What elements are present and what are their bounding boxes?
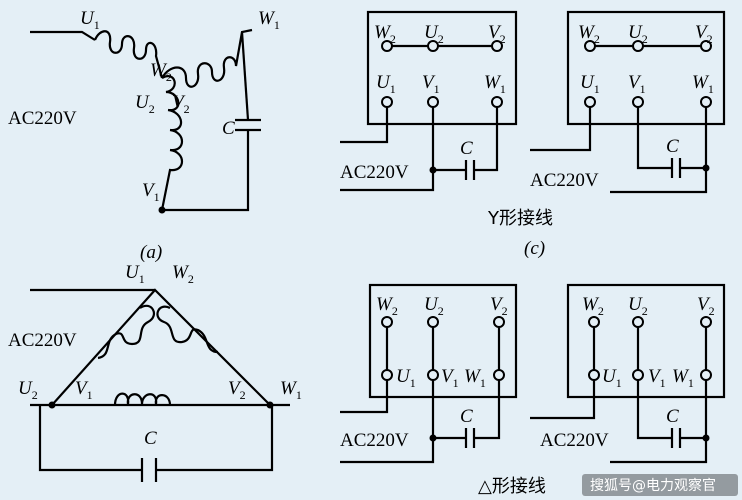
svg-text:W2: W2 (150, 60, 172, 84)
box3-label-capacitor: C (460, 406, 473, 427)
box2-label-capacitor: C (666, 136, 679, 157)
label-w2-delta: W (172, 262, 190, 283)
box3-label-w1: W (464, 366, 482, 387)
svg-text:V1: V1 (441, 366, 459, 390)
box2-label-v1: V (628, 72, 642, 93)
box1-label-supply: AC220V (340, 162, 409, 183)
label-supply: AC220V (8, 108, 77, 129)
box4-label-v1: V (648, 366, 662, 387)
watermark-bg (582, 474, 738, 496)
svg-text:U2: U2 (424, 294, 444, 318)
svg-text:U2: U2 (18, 378, 38, 402)
svg-text:W1: W1 (692, 72, 714, 96)
caption-y-connection: Y形接线 (487, 208, 553, 229)
box1-label-w2: W (374, 22, 392, 43)
svg-text:V2: V2 (172, 92, 190, 116)
watermark: 搜狐号@电力观察官 (590, 477, 716, 494)
svg-text:W2: W2 (578, 22, 600, 46)
box4-label-u1: U (602, 366, 617, 387)
box1-label-v2: V (488, 22, 502, 43)
svg-text:U2: U2 (628, 22, 648, 46)
svg-text:U1: U1 (80, 8, 100, 32)
label-v2: V (172, 92, 186, 113)
terminal-box-delta-1: W2 U2 V2 U1 V1 W1 C AC220V (340, 283, 518, 464)
svg-text:W1: W1 (464, 366, 486, 390)
box3-label-supply: AC220V (340, 430, 409, 451)
label-v1-delta: V (75, 378, 89, 399)
caption-c: (c) (524, 238, 545, 259)
svg-text:W2: W2 (172, 262, 194, 286)
box1-label-v1: V (422, 72, 436, 93)
label-u2: U (135, 92, 150, 113)
svg-text:U1: U1 (396, 366, 416, 390)
svg-text:W2: W2 (376, 294, 398, 318)
svg-text:W2: W2 (582, 294, 604, 318)
svg-text:U2: U2 (424, 22, 444, 46)
box4-label-w1: W (672, 366, 690, 387)
terminal-box-delta-2: W2 U2 V2 U1 V1 W1 C AC220V (530, 283, 726, 464)
label-u2-delta: U (18, 378, 33, 399)
svg-text:V2: V2 (488, 22, 506, 46)
box4-label-supply: AC220V (540, 430, 609, 451)
caption-delta-connection: △形接线 (478, 476, 546, 497)
box4-label-w2: W (582, 294, 600, 315)
svg-text:W1: W1 (280, 378, 302, 402)
svg-text:U2: U2 (628, 294, 648, 318)
svg-text:U1: U1 (376, 72, 396, 96)
svg-text:W1: W1 (258, 8, 280, 32)
diagram-b-delta: U1 W2 U2 V1 V2 W1 C AC220V (8, 262, 302, 482)
label-u1-delta: U (125, 262, 140, 283)
svg-text:V1: V1 (142, 180, 160, 204)
caption-a: (a) (140, 242, 162, 263)
box2-label-u2: U (628, 22, 643, 43)
box4-label-u2: U (628, 294, 643, 315)
box2-label-supply: AC220V (530, 170, 599, 191)
svg-text:V1: V1 (422, 72, 440, 96)
box4-label-capacitor: C (666, 406, 679, 427)
svg-text:V2: V2 (697, 294, 715, 318)
terminal-box-y-1: W2 U2 V2 U1 V1 W1 C AC220V (340, 10, 518, 192)
diagram-a-star: U1 W1 W2 U2 V2 V1 C AC220V (a) (8, 8, 280, 263)
svg-text:V2: V2 (695, 22, 713, 46)
label-w1: W (258, 8, 276, 29)
svg-text:U1: U1 (580, 72, 600, 96)
box1-label-w1: W (484, 72, 502, 93)
svg-text:W2: W2 (374, 22, 396, 46)
box3-label-v1: V (441, 366, 455, 387)
box3-label-u2: U (424, 294, 439, 315)
svg-text:V1: V1 (75, 378, 93, 402)
box1-label-u1: U (376, 72, 391, 93)
label-supply-delta: AC220V (8, 330, 77, 351)
label-w1-delta: W (280, 378, 298, 399)
svg-text:U1: U1 (602, 366, 622, 390)
box2-label-v2: V (695, 22, 709, 43)
label-u1: U (80, 8, 95, 29)
box1-label-capacitor: C (460, 138, 473, 159)
label-v2-delta: V (228, 378, 242, 399)
svg-text:W1: W1 (672, 366, 694, 390)
svg-text:U1: U1 (125, 262, 145, 286)
box2-label-w2: W (578, 22, 596, 43)
box2-label-w1: W (692, 72, 710, 93)
svg-text:V2: V2 (490, 294, 508, 318)
svg-text:V1: V1 (628, 72, 646, 96)
label-capacitor: C (222, 118, 235, 139)
svg-text:V2: V2 (228, 378, 246, 402)
terminal-box-y-2: W2 U2 V2 U1 V1 W1 C AC220V (530, 10, 726, 194)
svg-text:U2: U2 (135, 92, 155, 116)
box3-label-w2: W (376, 294, 394, 315)
label-w2: W (150, 60, 168, 81)
svg-text:W1: W1 (484, 72, 506, 96)
box4-label-v2: V (697, 294, 711, 315)
box1-label-u2: U (424, 22, 439, 43)
box3-label-u1: U (396, 366, 411, 387)
box2-label-u1: U (580, 72, 595, 93)
label-capacitor-delta: C (144, 428, 157, 449)
box3-label-v2: V (490, 294, 504, 315)
label-v1: V (142, 180, 156, 201)
svg-text:V1: V1 (648, 366, 666, 390)
